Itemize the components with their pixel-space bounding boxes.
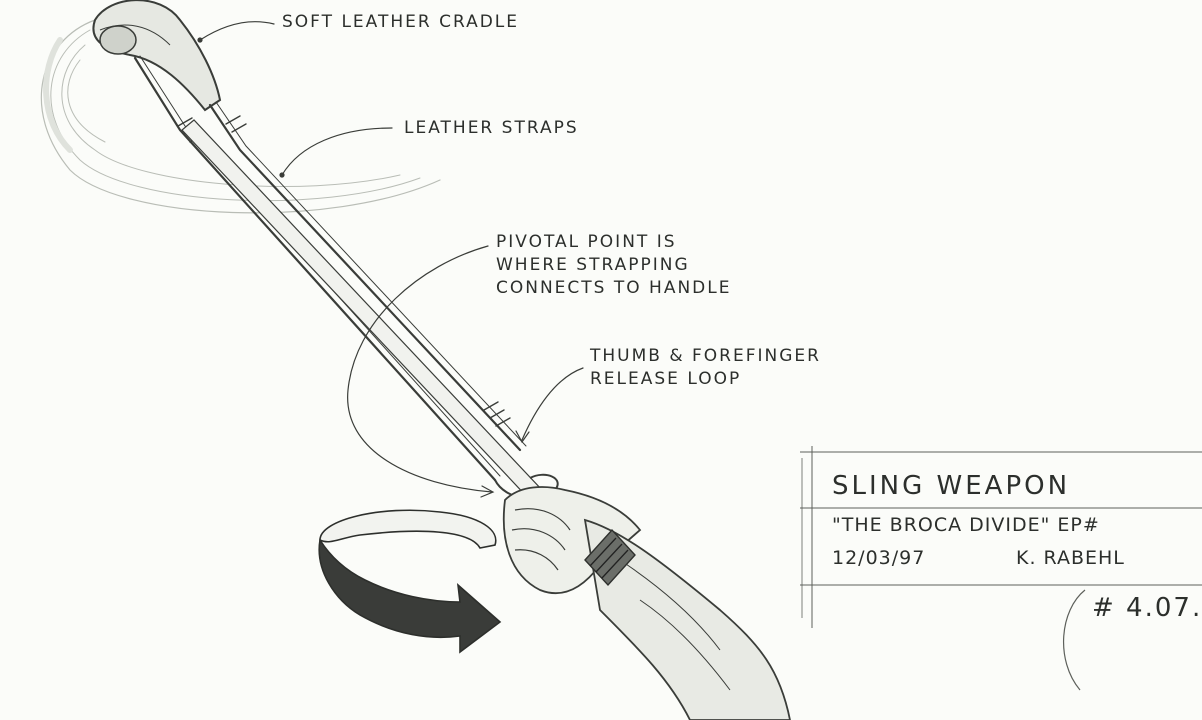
title-block-artist: K. RABEHL — [1016, 547, 1125, 569]
callout-pivot-line-1: PIVOTAL POINT IS — [496, 232, 677, 252]
hand-and-arm — [502, 486, 791, 720]
callout-leaders — [197, 21, 584, 498]
handle-rod — [181, 119, 543, 501]
title-block-date: 12/03/97 — [832, 547, 926, 569]
callout-release-line-2: RELEASE LOOP — [590, 369, 742, 389]
callout-pivot-line-2: WHERE STRAPPING — [496, 255, 690, 275]
wrapped-grip — [584, 528, 636, 587]
callout-leather-straps: LEATHER STRAPS — [404, 118, 579, 138]
sheet-number: # 4.07. — [1092, 593, 1202, 623]
callout-release-line-1: THUMB & FOREFINGER — [590, 346, 821, 366]
rotation-arrow — [318, 509, 502, 654]
callout-soft-leather-cradle: SOFT LEATHER CRADLE — [282, 12, 520, 32]
callout-pivot-line-3: CONNECTS TO HANDLE — [496, 278, 732, 298]
motion-swoosh — [40, 19, 441, 214]
title-block-title: SLING WEAPON — [832, 471, 1071, 501]
title-block-frame — [800, 446, 1202, 691]
leather-cradle — [92, 0, 222, 112]
title-block-episode: "THE BROCA DIVIDE" EP# — [832, 514, 1100, 536]
